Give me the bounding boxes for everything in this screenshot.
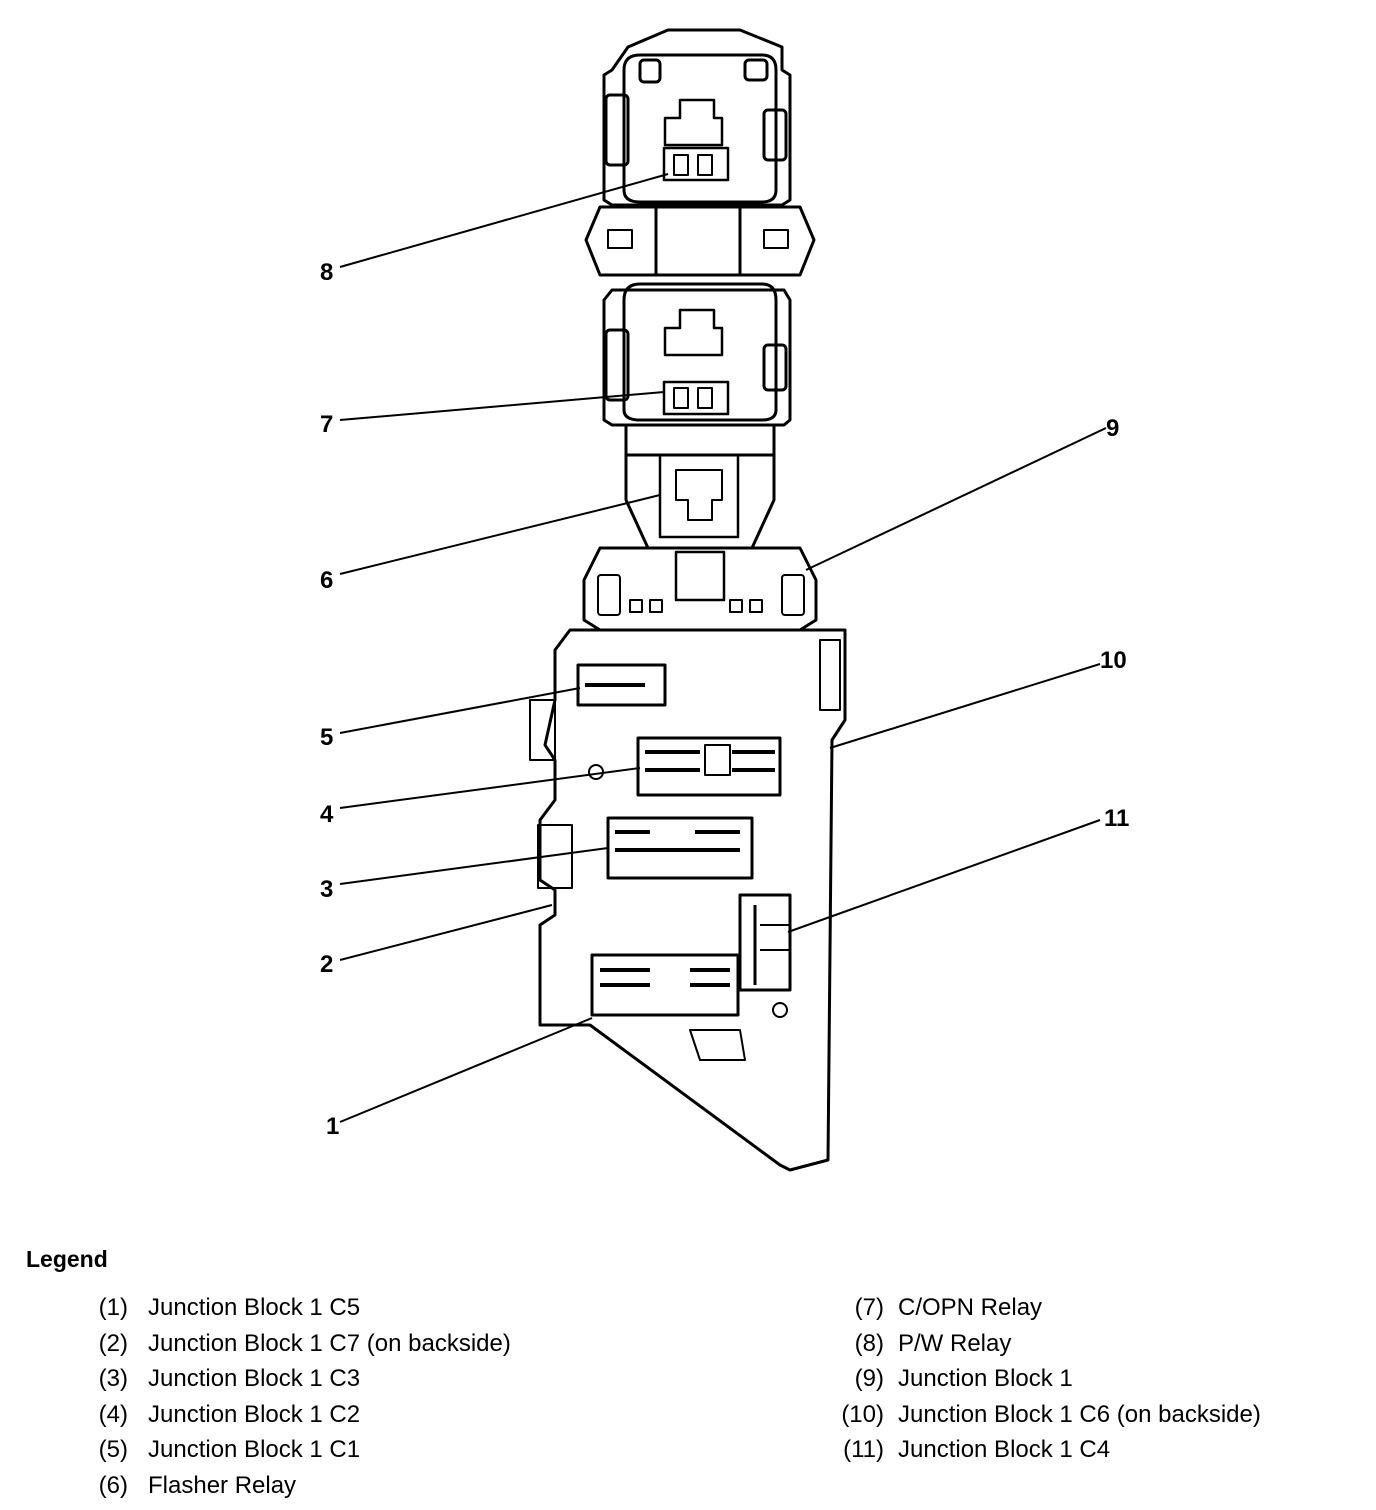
junction-block-cap <box>582 546 818 632</box>
leader-line-2 <box>339 904 553 961</box>
leader-line-8 <box>339 173 669 268</box>
leader-line-7 <box>339 391 665 421</box>
legend-number: (4) <box>98 1400 128 1428</box>
legend-label: Junction Block 1 C7 (on backside) <box>148 1329 511 1357</box>
leader-line-5 <box>339 687 581 734</box>
leader-line-9 <box>805 427 1107 571</box>
connector-c2 <box>636 736 782 797</box>
legend-label: Junction Block 1 C6 (on backside) <box>898 1400 1261 1428</box>
legend-number: (6) <box>98 1471 128 1499</box>
legend-item: (9) Junction Block 1 <box>826 1365 1261 1401</box>
legend-number: (3) <box>98 1365 128 1392</box>
legend-item: (3) Junction Block 1 C3 <box>90 1365 511 1401</box>
callout-8: 8 <box>320 259 333 286</box>
legend-number: (11) <box>843 1436 884 1463</box>
legend-label: C/OPN Relay <box>898 1294 1043 1321</box>
callout-6: 6 <box>320 567 333 594</box>
legend-label: Junction Block 1 C5 <box>148 1294 361 1321</box>
leader-line-11 <box>787 819 1101 933</box>
callout-5: 5 <box>320 724 333 751</box>
connector-c3 <box>606 816 754 880</box>
junction-block-body <box>529 628 847 1172</box>
legend-label: Junction Block 1 C2 <box>148 1400 361 1428</box>
legend-item: (10) Junction Block 1 C6 (on backside) <box>826 1401 1261 1437</box>
callout-4: 4 <box>320 801 334 828</box>
legend-left-column: (1) Junction Block 1 C5 (2) Junction Block… <box>90 1294 511 1507</box>
legend-label: Junction Block 1 C4 <box>898 1436 1111 1463</box>
leader-line-6 <box>339 494 661 575</box>
legend-item: (5) Junction Block 1 C1 <box>90 1436 511 1472</box>
legend-number: (10) <box>841 1400 884 1428</box>
legend-item: (4) Junction Block 1 C2 <box>90 1401 511 1437</box>
leader-line-1 <box>339 1017 593 1123</box>
callout-10: 10 <box>1100 647 1127 674</box>
connector-c5 <box>590 953 740 1017</box>
connector-band <box>584 205 816 277</box>
legend-label: Junction Block 1 C3 <box>148 1365 361 1392</box>
connector-c1 <box>576 663 667 707</box>
callout-11: 11 <box>1104 805 1129 832</box>
junction-block-diagram: 8 7 6 9 5 10 4 11 3 2 1 <box>320 28 1129 1172</box>
legend-item: (2) Junction Block 1 C7 (on backside) <box>90 1330 511 1366</box>
legend-item: (1) Junction Block 1 C5 <box>90 1294 511 1330</box>
copn-relay-housing <box>602 282 792 427</box>
leader-lines <box>339 173 1107 1123</box>
legend-number: (7) <box>854 1294 884 1321</box>
legend-number: (8) <box>854 1329 884 1357</box>
leader-line-3 <box>339 847 609 885</box>
leader-line-4 <box>339 767 641 809</box>
legend-label: P/W Relay <box>898 1329 1012 1357</box>
legend-item: (6) Flasher Relay <box>90 1472 511 1508</box>
callout-1: 1 <box>326 1113 339 1140</box>
callout-3: 3 <box>320 876 333 903</box>
pw-relay-housing <box>602 28 792 207</box>
legend-item: (11) Junction Block 1 C4 <box>826 1436 1261 1472</box>
legend-number: (5) <box>98 1436 128 1463</box>
legend-item: (7) C/OPN Relay <box>826 1294 1261 1330</box>
leader-line-10 <box>829 663 1101 749</box>
legend-label: Flasher Relay <box>148 1471 297 1499</box>
legend-number: (9) <box>854 1365 884 1392</box>
legend-label: Junction Block 1 C1 <box>148 1436 361 1463</box>
flasher-relay-section <box>624 425 776 550</box>
callout-2: 2 <box>320 951 333 978</box>
callout-7: 7 <box>320 411 333 438</box>
callout-9: 9 <box>1106 415 1119 442</box>
legend-number: (1) <box>98 1294 128 1321</box>
legend-number: (2) <box>98 1329 128 1357</box>
legend-right-column: (7) C/OPN Relay (8) P/W Relay (9) Junction … <box>826 1294 1261 1472</box>
legend-label: Junction Block 1 <box>898 1365 1073 1392</box>
legend-title: Legend <box>26 1246 108 1272</box>
connector-c4 <box>738 893 792 992</box>
legend-item: (8) P/W Relay <box>826 1330 1261 1366</box>
